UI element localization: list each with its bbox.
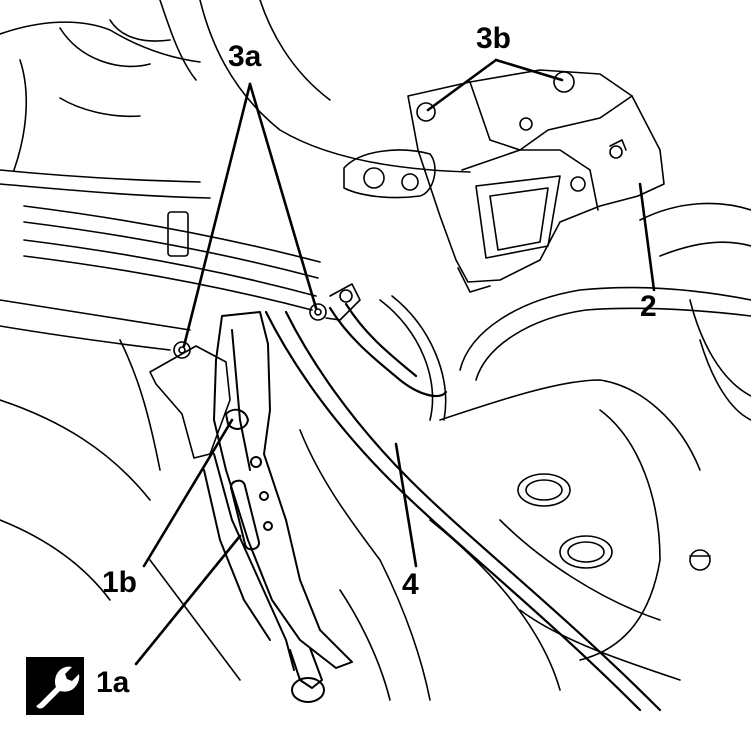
body-panel (0, 0, 471, 199)
subframe (0, 295, 447, 701)
callout-3b: 3b (476, 22, 512, 55)
gearbox-housing (429, 202, 751, 691)
callout-4: 4 (402, 568, 419, 601)
callout-3a: 3a (228, 40, 262, 73)
callout-1a: 1a (96, 666, 130, 699)
leader-2 (638, 182, 656, 292)
leader-1b (142, 418, 234, 568)
wrench-icon (26, 657, 84, 715)
callout-2: 2 (640, 290, 657, 323)
callout-1b: 1b (102, 566, 138, 599)
release-cable (264, 302, 662, 712)
leader-3b (426, 58, 564, 112)
leader-1a (134, 534, 242, 666)
engine-mount (343, 69, 665, 293)
pipe-run (0, 205, 321, 351)
leader-4 (394, 442, 418, 568)
bracket (149, 283, 361, 459)
leader-3a (182, 82, 318, 348)
release-lever (203, 311, 353, 703)
